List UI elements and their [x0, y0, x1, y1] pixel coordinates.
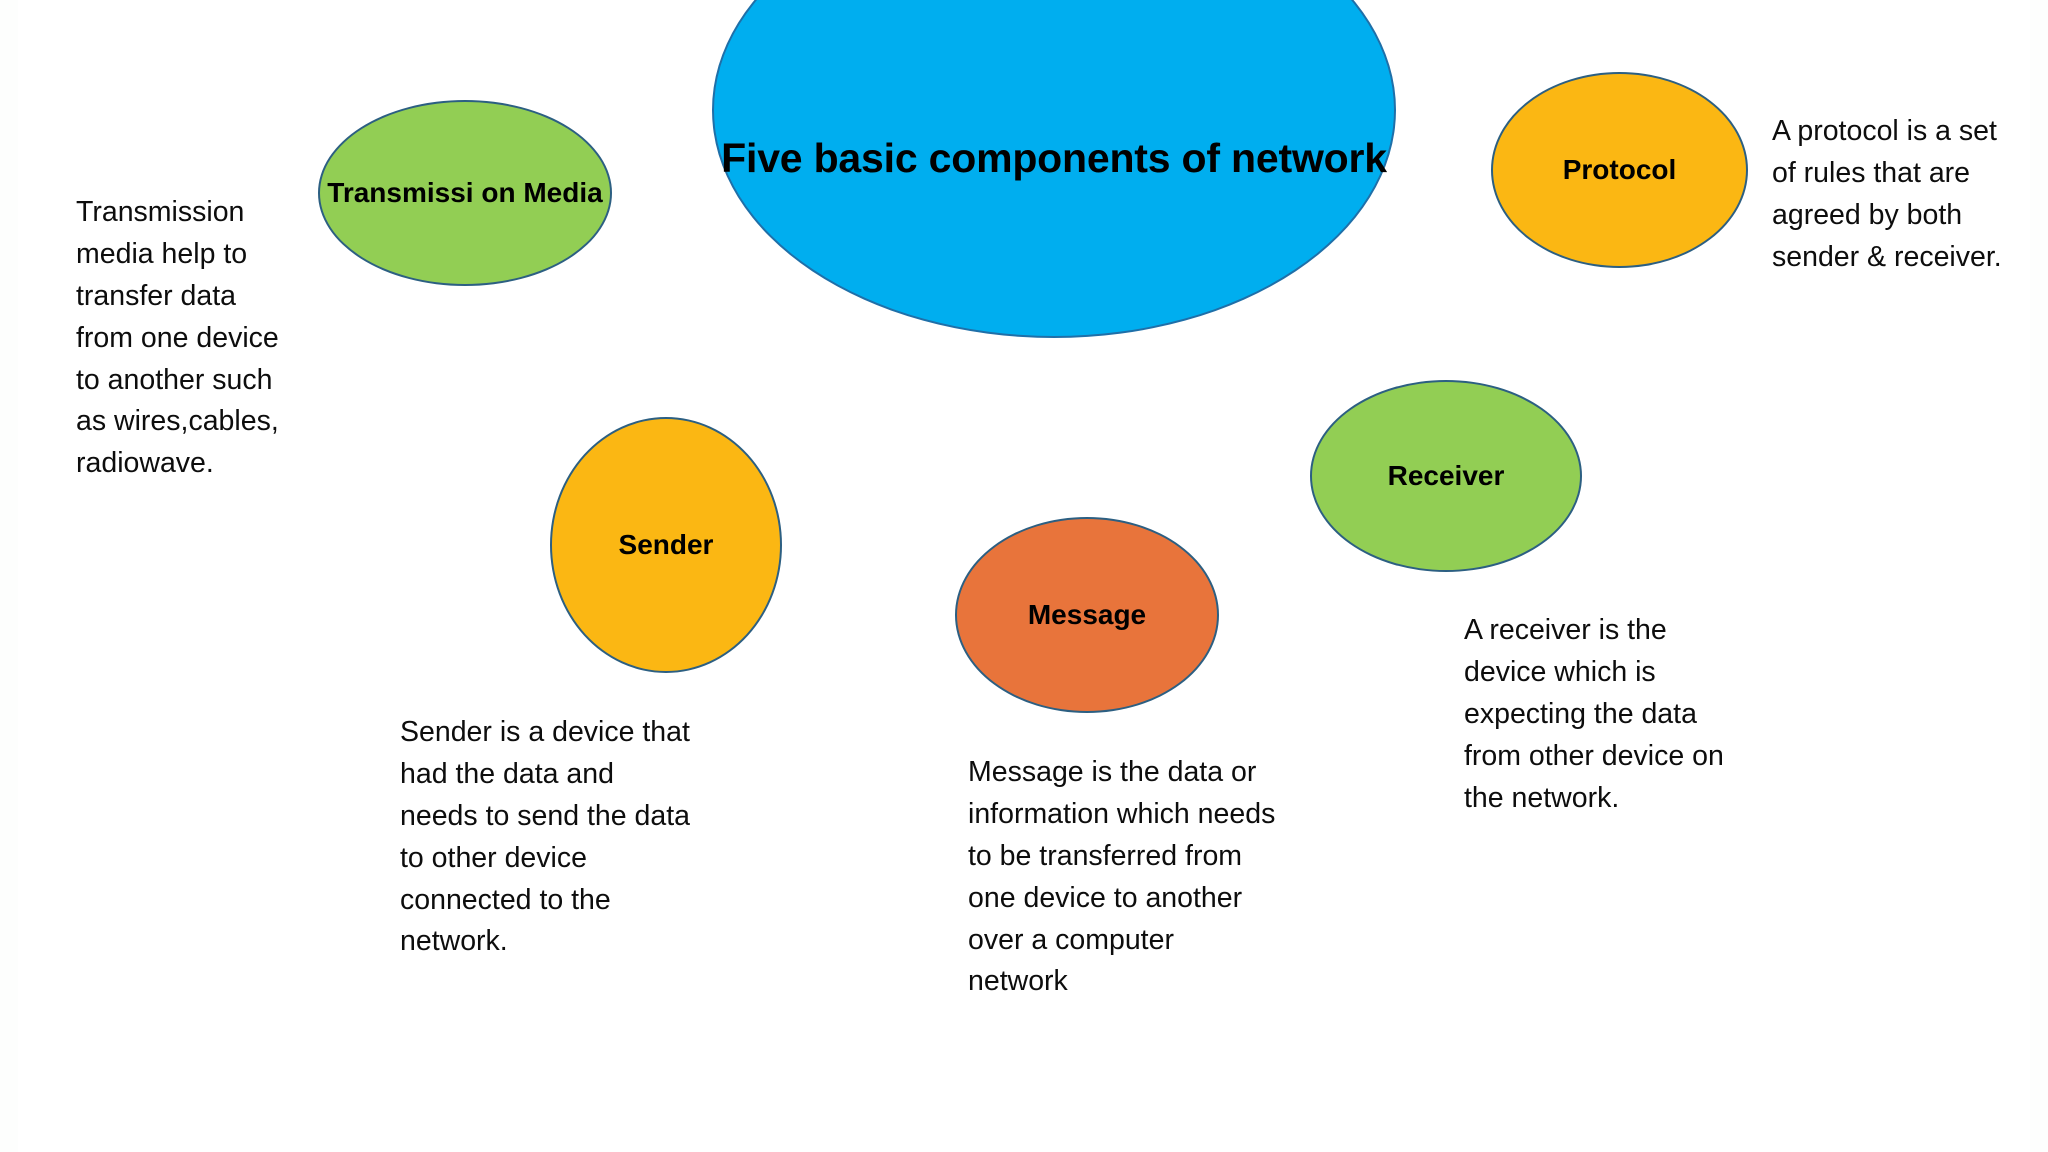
note-receiver: A receiver is the device which is expect… [1464, 614, 1724, 814]
node-protocol[interactable]: Protocol [1491, 72, 1748, 268]
left-edge-band [0, 0, 18, 1152]
node-sender-label: Sender [618, 529, 714, 561]
node-protocol-label: Protocol [1562, 154, 1677, 186]
node-message[interactable]: Message [955, 517, 1219, 713]
node-title-bubble[interactable]: Five basic components of network [712, 0, 1396, 338]
note-message: Message is the data or information which… [968, 756, 1276, 998]
note-protocol: A protocol is a set of rules that are ag… [1772, 115, 2002, 273]
node-receiver[interactable]: Receiver [1310, 380, 1582, 572]
node-receiver-label: Receiver [1387, 460, 1505, 492]
node-transmission-media[interactable]: Transmissi on Media [318, 100, 612, 286]
note-transmission-media: Transmission media help to transfer data… [76, 196, 279, 480]
note-sender: Sender is a device that had the data and… [400, 716, 690, 958]
right-edge-band [2030, 0, 2048, 1152]
node-title-bubble-label: Five basic components of network [721, 134, 1387, 181]
node-transmission-media-label: Transmissi on Media [327, 177, 603, 209]
node-sender[interactable]: Sender [550, 417, 782, 673]
node-message-label: Message [1027, 599, 1147, 631]
